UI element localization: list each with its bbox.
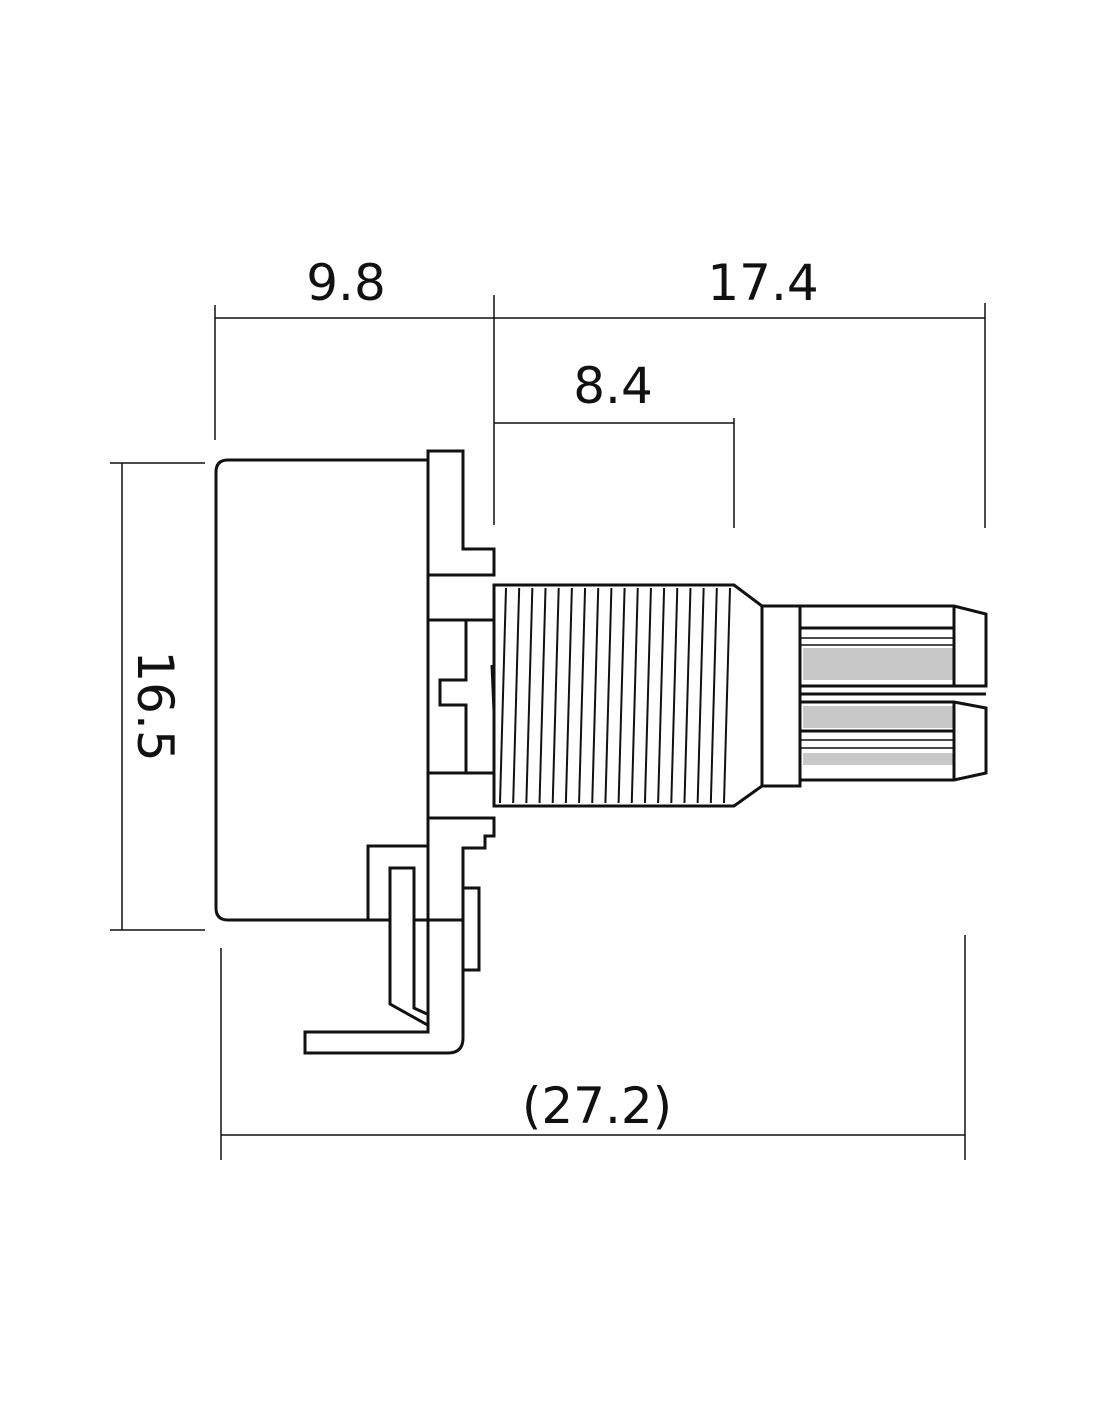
bushing-outline — [492, 583, 764, 808]
thread-line — [709, 587, 718, 804]
thread-line — [538, 587, 547, 804]
terminal-pin — [303, 866, 481, 1055]
dim-label-body-height: 16.5 — [126, 650, 184, 761]
threaded-bushing — [492, 583, 764, 808]
thread-line — [564, 587, 573, 804]
shaft-highlight-middle — [803, 706, 953, 728]
dim-label-body-length: 9.8 — [306, 254, 386, 312]
dimension-lines — [110, 295, 986, 1160]
terminal-tab — [461, 886, 481, 972]
thread-line — [525, 587, 534, 804]
middle-block — [426, 618, 496, 775]
thread-line — [591, 587, 600, 804]
thread-line — [657, 587, 666, 804]
thread-line — [723, 587, 731, 804]
housing-body — [214, 458, 430, 922]
dim-label-shaft-length: 17.4 — [707, 254, 818, 312]
thread-line — [578, 587, 587, 804]
thread-line — [630, 587, 639, 804]
shaft-highlight-upper — [803, 648, 953, 680]
dim-label-total-length: (27.2) — [522, 1077, 672, 1135]
thread-line — [643, 587, 652, 804]
thread-line — [670, 587, 679, 804]
middle-block-slot — [438, 620, 468, 773]
housing — [214, 449, 499, 922]
thread-line — [551, 587, 560, 804]
thread-line — [683, 587, 692, 804]
thread-line — [499, 587, 507, 804]
thread-line — [617, 587, 626, 804]
thread-line — [696, 587, 705, 804]
shaft-collar — [760, 604, 802, 788]
shaft-highlight-lower — [803, 753, 953, 765]
thread-line — [512, 587, 521, 804]
bushing-threads — [499, 587, 731, 804]
shaft — [760, 604, 988, 788]
thread-line — [604, 587, 613, 804]
top-bracket — [426, 449, 496, 577]
dim-label-bushing-length: 8.4 — [573, 357, 653, 415]
lower-bracket — [426, 816, 496, 922]
terminal-leg — [303, 918, 465, 1055]
